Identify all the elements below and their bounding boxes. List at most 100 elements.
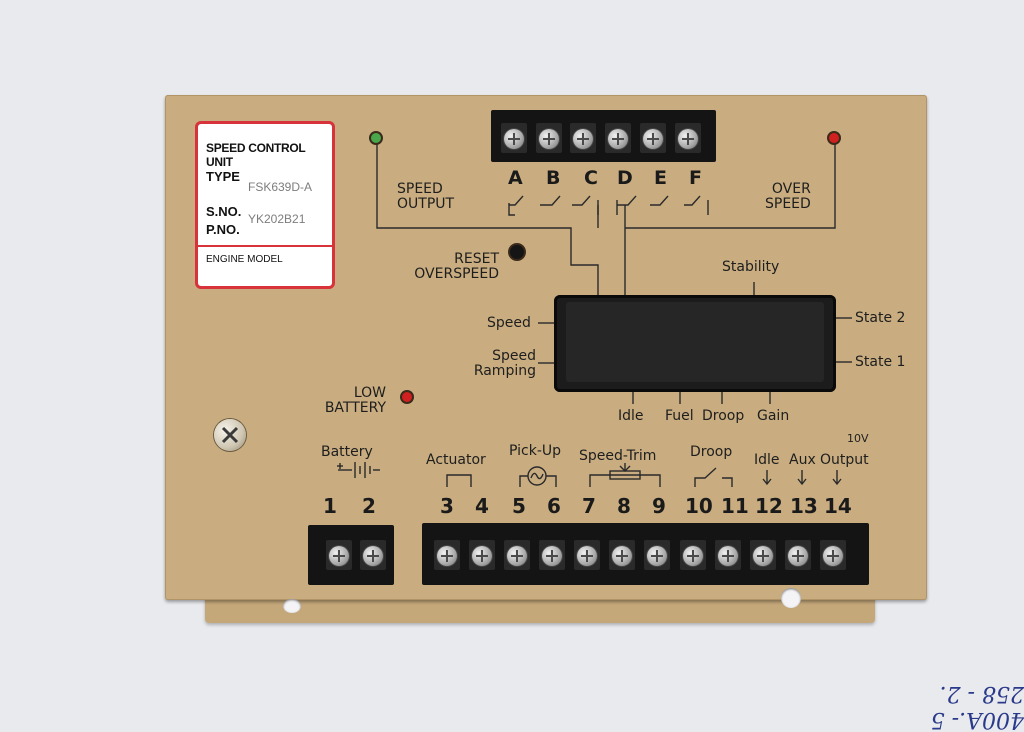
droop-pot-label: Droop — [702, 408, 745, 424]
engine-model-label: ENGINE MODEL — [206, 254, 283, 265]
speed-trim-group-label: Speed-Trim — [579, 448, 657, 464]
screw-icon — [718, 546, 738, 566]
relay-label-c: C — [584, 167, 598, 189]
stability-label: Stability — [722, 259, 780, 275]
speed-output-led — [371, 133, 381, 143]
speed-label: Speed — [487, 315, 531, 331]
terminal-number-13: 13 — [790, 494, 818, 518]
speed-ramping-label: Speed Ramping — [473, 348, 536, 379]
terminal-4[interactable] — [469, 540, 495, 570]
idle-pot-label: Idle — [618, 408, 644, 424]
relay-terminal-c[interactable] — [570, 123, 596, 153]
terminal-number-6: 6 — [547, 494, 561, 518]
terminal-number-11: 11 — [721, 494, 749, 518]
idle-group-label: Idle — [754, 452, 780, 468]
screw-icon — [577, 546, 597, 566]
reset-overspeed-button[interactable] — [510, 245, 524, 259]
serial-value: YK202B21 — [248, 212, 306, 226]
terminal-number-2: 2 — [362, 494, 376, 518]
screw-icon — [504, 129, 524, 149]
aux-group-label: Aux — [789, 452, 816, 468]
screw-icon — [573, 129, 593, 149]
terminal-number-4: 4 — [475, 494, 489, 518]
nameplate: SPEED CONTROL UNIT TYPE FSK639D-A S.NO. … — [195, 121, 335, 289]
pno-label: P.NO. — [206, 222, 240, 237]
terminal-number-14: 14 — [824, 494, 852, 518]
relay-label-e: E — [654, 167, 667, 189]
terminal-number-3: 3 — [440, 494, 454, 518]
terminal-number-9: 9 — [652, 494, 666, 518]
relay-label-a: A — [508, 167, 523, 189]
over-speed-label: OVER SPEED — [765, 181, 811, 212]
handwritten-note: 400A.- 5 258 - 2. — [930, 681, 1024, 732]
screw-icon — [363, 546, 383, 566]
terminal-5[interactable] — [504, 540, 530, 570]
mounting-hole-left — [283, 599, 301, 613]
terminal-number-5: 5 — [512, 494, 526, 518]
terminal-11[interactable] — [715, 540, 741, 570]
screw-icon — [788, 546, 808, 566]
screw-icon — [539, 129, 559, 149]
terminal-8[interactable] — [609, 540, 635, 570]
relay-terminal-b[interactable] — [536, 123, 562, 153]
terminal-6[interactable] — [539, 540, 565, 570]
low-battery-label: LOW BATTERY — [324, 385, 386, 416]
mounting-flange — [205, 597, 875, 623]
output-voltage-label: 10V — [847, 432, 869, 445]
terminal-number-12: 12 — [755, 494, 783, 518]
relay-label-f: F — [689, 167, 702, 189]
mounting-hole-right — [781, 588, 801, 608]
terminal-number-8: 8 — [617, 494, 631, 518]
screw-icon — [753, 546, 773, 566]
battery-group-label: Battery — [321, 444, 373, 460]
terminal-14[interactable] — [820, 540, 846, 570]
cross-slot-icon — [221, 426, 239, 444]
nameplate-title: SPEED CONTROL UNIT — [206, 141, 306, 169]
screw-icon — [437, 546, 457, 566]
relay-terminal-d[interactable] — [605, 123, 631, 153]
screw-icon — [507, 546, 527, 566]
screw-icon — [329, 546, 349, 566]
screw-icon — [678, 129, 698, 149]
terminal-13[interactable] — [785, 540, 811, 570]
gain-pot-label: Gain — [757, 408, 790, 424]
terminal-9[interactable] — [644, 540, 670, 570]
terminal-1[interactable] — [326, 540, 352, 570]
terminal-number-10: 10 — [685, 494, 713, 518]
relay-label-d: D — [617, 167, 633, 189]
reset-overspeed-label: RESET OVERSPEED — [414, 251, 499, 282]
fuel-pot-label: Fuel — [665, 408, 694, 424]
screw-icon — [647, 546, 667, 566]
state2-label: State 2 — [855, 310, 906, 326]
screw-icon — [472, 546, 492, 566]
relay-label-b: B — [546, 167, 561, 189]
pickup-group-label: Pick-Up — [509, 443, 562, 459]
type-value: FSK639D-A — [248, 180, 313, 194]
relay-terminal-a[interactable] — [501, 123, 527, 153]
terminal-2[interactable] — [360, 540, 386, 570]
screw-icon — [542, 546, 562, 566]
speed-output-label: SPEED OUTPUT — [397, 181, 455, 212]
panel-screw-icon — [214, 419, 246, 451]
terminal-number-1: 1 — [323, 494, 337, 518]
droop-group-label: Droop — [690, 444, 733, 460]
screw-icon — [823, 546, 843, 566]
low-battery-led — [402, 392, 412, 402]
terminal-3[interactable] — [434, 540, 460, 570]
terminal-number-7: 7 — [582, 494, 596, 518]
relay-terminal-f[interactable] — [675, 123, 701, 153]
sno-label: S.NO. — [206, 204, 242, 219]
actuator-group-label: Actuator — [426, 452, 486, 468]
terminal-7[interactable] — [574, 540, 600, 570]
screw-icon — [608, 129, 628, 149]
screw-icon — [643, 129, 663, 149]
output-group-label: Output — [820, 452, 869, 468]
over-speed-led — [829, 133, 839, 143]
relay-terminal-e[interactable] — [640, 123, 666, 153]
state1-label: State 1 — [855, 354, 906, 370]
terminal-12[interactable] — [750, 540, 776, 570]
screw-icon — [612, 546, 632, 566]
terminal-10[interactable] — [680, 540, 706, 570]
type-label: TYPE — [206, 169, 240, 184]
